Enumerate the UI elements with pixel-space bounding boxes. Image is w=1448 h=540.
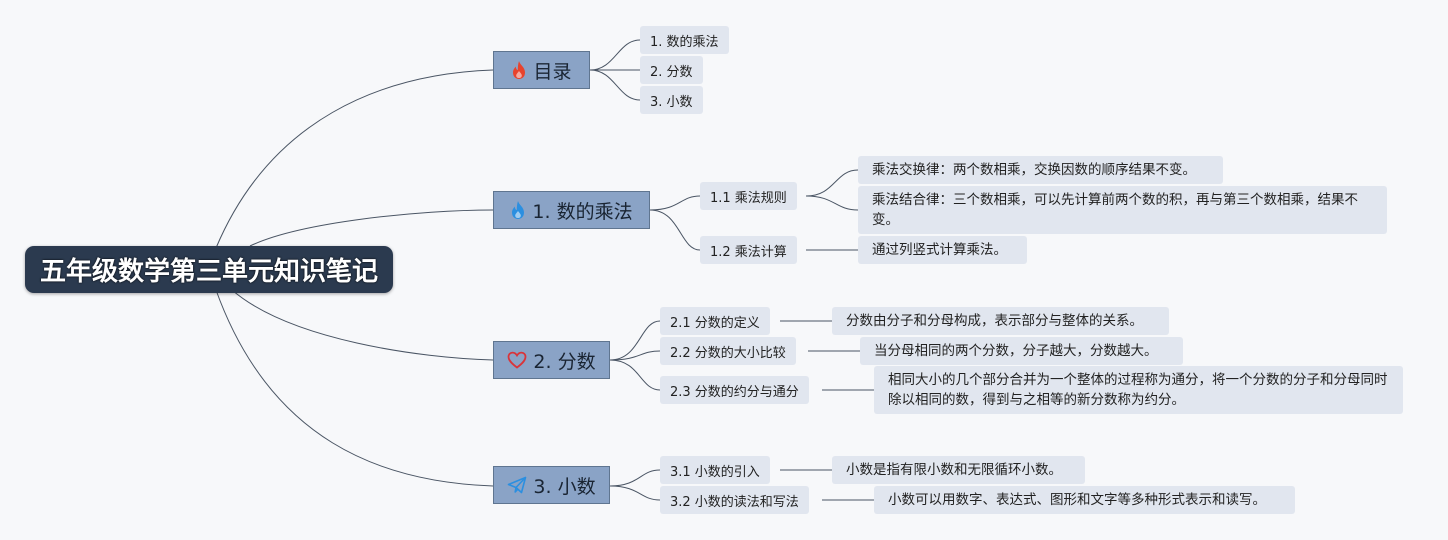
fire-icon bbox=[512, 201, 525, 219]
note-associative-law[interactable]: 乘法结合律：三个数相乘，可以先计算前两个数的积，再与第三个数相乘，结果不变。 bbox=[858, 186, 1387, 234]
note-fraction-definition[interactable]: 分数由分子和分母构成，表示部分与整体的关系。 bbox=[832, 307, 1169, 335]
note-decimal-reading[interactable]: 小数可以用数字、表达式、图形和文字等多种形式表示和读写。 bbox=[874, 486, 1295, 514]
link-root-multiplication bbox=[249, 209, 494, 247]
topic-fractions-label: 2. 分数 bbox=[533, 350, 596, 373]
toc-item[interactable]: 1. 数的乘法 bbox=[640, 26, 729, 54]
link-root-decimals bbox=[215, 289, 494, 487]
subtopic-fraction-comparison[interactable]: 2.2 分数的大小比较 bbox=[660, 337, 796, 365]
subtopic-fraction-reduction[interactable]: 2.3 分数的约分与通分 bbox=[660, 376, 809, 404]
topic-multiplication[interactable]: 1. 数的乘法 bbox=[493, 191, 650, 229]
link-mult-1 bbox=[649, 195, 701, 211]
link-mult-1-note-1 bbox=[805, 169, 859, 197]
note-vertical-calc[interactable]: 通过列竖式计算乘法。 bbox=[858, 236, 1027, 264]
note-fraction-reduction[interactable]: 相同大小的几个部分合并为一个整体的过程称为通分，将一个分数的分子和分母同时除以相… bbox=[874, 366, 1403, 414]
topic-fractions[interactable]: 2. 分数 bbox=[493, 341, 610, 379]
topic-toc-label: 目录 bbox=[533, 60, 572, 83]
toc-item[interactable]: 3. 小数 bbox=[640, 86, 703, 114]
topic-toc[interactable]: 目录 bbox=[493, 51, 590, 89]
heart-icon bbox=[508, 351, 527, 369]
topic-decimals[interactable]: 3. 小数 bbox=[493, 466, 610, 504]
toc-item[interactable]: 2. 分数 bbox=[640, 56, 703, 84]
link-dec-1 bbox=[609, 469, 661, 487]
link-mult-1-note-2 bbox=[805, 195, 859, 211]
root-title: 五年级数学第三单元知识笔记 bbox=[39, 257, 378, 287]
link-frac-3 bbox=[609, 359, 661, 391]
note-fraction-comparison[interactable]: 当分母相同的两个分数，分子越大，分数越大。 bbox=[860, 337, 1183, 365]
link-frac-2 bbox=[609, 350, 661, 361]
topic-decimals-label: 3. 小数 bbox=[533, 475, 596, 498]
link-root-fractions bbox=[231, 289, 494, 361]
fire-icon bbox=[513, 61, 526, 79]
subtopic-multiplication-rules[interactable]: 1.1 乘法规则 bbox=[700, 182, 797, 210]
paper-plane-icon bbox=[508, 476, 527, 494]
subtopic-decimal-intro[interactable]: 3.1 小数的引入 bbox=[660, 456, 770, 484]
link-root-toc bbox=[215, 69, 494, 249]
subtopic-decimal-reading[interactable]: 3.2 小数的读法和写法 bbox=[660, 486, 809, 514]
root-topic[interactable]: 五年级数学第三单元知识笔记 bbox=[25, 246, 393, 293]
link-dec-2 bbox=[609, 485, 661, 501]
link-mult-2 bbox=[649, 209, 701, 251]
link-toc-3 bbox=[589, 69, 641, 101]
note-commutative-law[interactable]: 乘法交换律：两个数相乘，交换因数的顺序结果不变。 bbox=[858, 156, 1223, 184]
topic-multiplication-label: 1. 数的乘法 bbox=[532, 200, 633, 223]
note-decimal-intro[interactable]: 小数是指有限小数和无限循环小数。 bbox=[832, 456, 1085, 484]
subtopic-multiplication-calc[interactable]: 1.2 乘法计算 bbox=[700, 236, 797, 264]
subtopic-fraction-definition[interactable]: 2.1 分数的定义 bbox=[660, 307, 770, 335]
link-toc-1 bbox=[589, 39, 641, 71]
link-frac-1 bbox=[609, 320, 661, 361]
